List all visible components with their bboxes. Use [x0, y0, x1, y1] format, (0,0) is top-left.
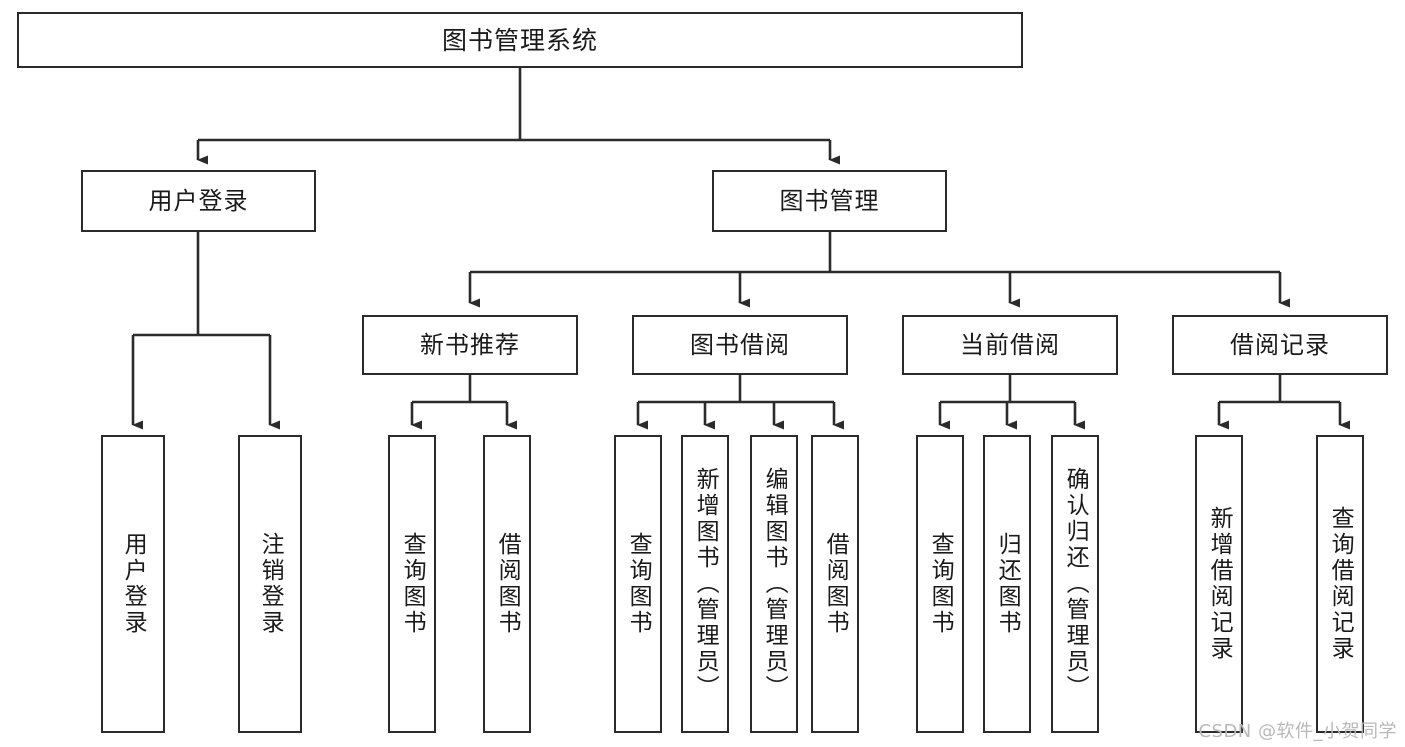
leaf-query-book-1-label: 查询图书	[399, 532, 426, 636]
leaf-user-login-label: 用户登录	[120, 532, 147, 636]
watermark: CSDN @软件_小贺同学	[1198, 721, 1397, 742]
leaf-edit-book[interactable]: 编辑图书（管理员）	[750, 435, 798, 733]
node-borrow-record[interactable]: 借阅记录	[1172, 315, 1388, 375]
leaf-confirm-return[interactable]: 确认归还（管理员）	[1051, 435, 1099, 733]
node-book-manage[interactable]: 图书管理	[712, 170, 947, 232]
leaf-logout[interactable]: 注销登录	[238, 435, 302, 733]
leaf-edit-book-label: 编辑图书（管理员）	[761, 467, 788, 701]
leaf-logout-label: 注销登录	[257, 532, 284, 636]
leaf-query-book-2-label: 查询图书	[625, 532, 652, 636]
node-borrow-record-label: 借阅记录	[1230, 331, 1330, 359]
leaf-query-book-2[interactable]: 查询图书	[614, 435, 662, 733]
node-current-borrow[interactable]: 当前借阅	[902, 315, 1118, 375]
node-user-login[interactable]: 用户登录	[81, 170, 316, 232]
node-new-book-recommend[interactable]: 新书推荐	[362, 315, 578, 375]
leaf-query-record[interactable]: 查询借阅记录	[1316, 435, 1364, 733]
node-book-borrow[interactable]: 图书借阅	[632, 315, 848, 375]
node-new-book-recommend-label: 新书推荐	[420, 331, 520, 359]
node-root-label: 图书管理系统	[441, 25, 598, 55]
leaf-add-record-label: 新增借阅记录	[1206, 506, 1233, 662]
leaf-borrow-book-1[interactable]: 借阅图书	[483, 435, 531, 733]
node-root[interactable]: 图书管理系统	[17, 12, 1023, 68]
node-book-manage-label: 图书管理	[779, 187, 880, 215]
leaf-query-book-3-label: 查询图书	[927, 532, 954, 636]
leaf-return-book-label: 归还图书	[994, 532, 1021, 636]
leaf-add-record[interactable]: 新增借阅记录	[1195, 435, 1243, 733]
leaf-confirm-return-label: 确认归还（管理员）	[1062, 467, 1089, 701]
node-book-borrow-label: 图书借阅	[690, 331, 790, 359]
leaf-return-book[interactable]: 归还图书	[983, 435, 1031, 733]
leaf-query-record-label: 查询借阅记录	[1327, 506, 1354, 662]
leaf-borrow-book-1-label: 借阅图书	[494, 532, 521, 636]
leaf-query-book-1[interactable]: 查询图书	[388, 435, 436, 733]
leaf-add-book-label: 新增图书（管理员）	[692, 467, 719, 701]
leaf-borrow-book-2-label: 借阅图书	[822, 532, 849, 636]
leaf-query-book-3[interactable]: 查询图书	[916, 435, 964, 733]
node-user-login-label: 用户登录	[148, 187, 249, 215]
leaf-user-login[interactable]: 用户登录	[101, 435, 165, 733]
leaf-add-book[interactable]: 新增图书（管理员）	[681, 435, 729, 733]
node-current-borrow-label: 当前借阅	[960, 331, 1060, 359]
leaf-borrow-book-2[interactable]: 借阅图书	[811, 435, 859, 733]
